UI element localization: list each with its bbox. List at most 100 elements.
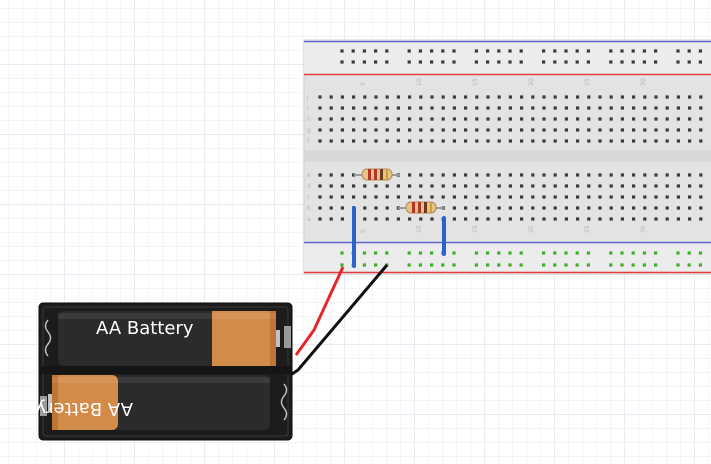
- breadboard-hole[interactable]: [352, 95, 356, 99]
- breadboard-hole[interactable]: [318, 139, 322, 143]
- breadboard-hole[interactable]: [385, 139, 389, 143]
- breadboard-hole[interactable]: [654, 128, 658, 132]
- breadboard-hole[interactable]: [418, 251, 422, 255]
- breadboard-hole[interactable]: [430, 251, 434, 255]
- breadboard-hole[interactable]: [475, 217, 479, 221]
- breadboard-hole[interactable]: [553, 139, 557, 143]
- breadboard-hole[interactable]: [609, 128, 613, 132]
- breadboard-hole[interactable]: [687, 251, 691, 255]
- breadboard-hole[interactable]: [508, 184, 512, 188]
- breadboard-hole[interactable]: [676, 251, 680, 255]
- breadboard-hole[interactable]: [475, 128, 479, 132]
- breadboard-hole[interactable]: [553, 49, 557, 53]
- breadboard-hole[interactable]: [542, 206, 546, 210]
- breadboard-hole[interactable]: [598, 106, 602, 110]
- breadboard-hole[interactable]: [542, 49, 546, 53]
- breadboard-hole[interactable]: [452, 139, 456, 143]
- breadboard-hole[interactable]: [587, 217, 591, 221]
- breadboard-hole[interactable]: [352, 117, 356, 121]
- battery-icon[interactable]: AA Battery: [58, 311, 280, 366]
- breadboard-hole[interactable]: [576, 117, 580, 121]
- breadboard-hole[interactable]: [676, 195, 680, 199]
- breadboard-hole[interactable]: [654, 49, 658, 53]
- breadboard-hole[interactable]: [553, 251, 557, 255]
- breadboard-hole[interactable]: [385, 217, 389, 221]
- battery-wire-red[interactable]: [294, 266, 345, 356]
- breadboard-hole[interactable]: [688, 206, 692, 210]
- breadboard-hole[interactable]: [576, 139, 580, 143]
- breadboard-hole[interactable]: [452, 195, 456, 199]
- breadboard-hole[interactable]: [575, 60, 579, 64]
- breadboard-hole[interactable]: [688, 128, 692, 132]
- breadboard-hole[interactable]: [430, 128, 434, 132]
- breadboard-hole[interactable]: [430, 217, 434, 221]
- breadboard-hole[interactable]: [632, 206, 636, 210]
- breadboard-hole[interactable]: [609, 117, 613, 121]
- breadboard-hole[interactable]: [464, 106, 468, 110]
- breadboard-hole[interactable]: [598, 128, 602, 132]
- breadboard-hole[interactable]: [542, 173, 546, 177]
- breadboard-hole[interactable]: [609, 49, 613, 53]
- breadboard-hole[interactable]: [519, 49, 523, 53]
- breadboard-hole[interactable]: [531, 195, 535, 199]
- breadboard-hole[interactable]: [587, 95, 591, 99]
- breadboard-hole[interactable]: [620, 128, 624, 132]
- breadboard-hole[interactable]: [676, 117, 680, 121]
- breadboard-hole[interactable]: [553, 184, 557, 188]
- breadboard-hole[interactable]: [318, 117, 322, 121]
- breadboard-hole[interactable]: [419, 95, 423, 99]
- breadboard-hole[interactable]: [441, 128, 445, 132]
- breadboard-hole[interactable]: [688, 173, 692, 177]
- breadboard-hole[interactable]: [418, 263, 422, 267]
- breadboard-hole[interactable]: [564, 95, 568, 99]
- breadboard-hole[interactable]: [486, 184, 490, 188]
- breadboard-hole[interactable]: [654, 60, 658, 64]
- breadboard-hole[interactable]: [665, 173, 669, 177]
- breadboard-hole[interactable]: [520, 195, 524, 199]
- breadboard-hole[interactable]: [452, 263, 456, 267]
- breadboard-hole[interactable]: [497, 195, 501, 199]
- breadboard-hole[interactable]: [396, 117, 400, 121]
- breadboard-hole[interactable]: [430, 49, 434, 53]
- breadboard-hole[interactable]: [576, 128, 580, 132]
- breadboard-hole[interactable]: [486, 251, 490, 255]
- breadboard-hole[interactable]: [318, 128, 322, 132]
- breadboard-hole[interactable]: [643, 106, 647, 110]
- breadboard-hole[interactable]: [340, 173, 344, 177]
- breadboard-hole[interactable]: [642, 60, 646, 64]
- breadboard-hole[interactable]: [587, 173, 591, 177]
- breadboard-hole[interactable]: [643, 139, 647, 143]
- breadboard-hole[interactable]: [519, 251, 523, 255]
- breadboard-hole[interactable]: [363, 139, 367, 143]
- breadboard-hole[interactable]: [564, 195, 568, 199]
- breadboard-hole[interactable]: [418, 60, 422, 64]
- breadboard-hole[interactable]: [374, 263, 378, 267]
- breadboard-hole[interactable]: [620, 263, 624, 267]
- breadboard-hole[interactable]: [408, 117, 412, 121]
- breadboard-hole[interactable]: [553, 195, 557, 199]
- breadboard-hole[interactable]: [598, 173, 602, 177]
- breadboard-hole[interactable]: [564, 106, 568, 110]
- breadboard-hole[interactable]: [643, 217, 647, 221]
- breadboard-hole[interactable]: [553, 217, 557, 221]
- breadboard-hole[interactable]: [486, 206, 490, 210]
- breadboard-hole[interactable]: [564, 251, 568, 255]
- breadboard-hole[interactable]: [486, 139, 490, 143]
- breadboard-hole[interactable]: [520, 173, 524, 177]
- breadboard-hole[interactable]: [553, 95, 557, 99]
- breadboard-hole[interactable]: [531, 95, 535, 99]
- breadboard-hole[interactable]: [531, 139, 535, 143]
- breadboard-hole[interactable]: [609, 95, 613, 99]
- breadboard-hole[interactable]: [497, 95, 501, 99]
- breadboard-hole[interactable]: [609, 60, 613, 64]
- breadboard-hole[interactable]: [632, 117, 636, 121]
- breadboard-hole[interactable]: [419, 128, 423, 132]
- breadboard-hole[interactable]: [475, 206, 479, 210]
- breadboard-hole[interactable]: [497, 128, 501, 132]
- breadboard-hole[interactable]: [329, 195, 333, 199]
- breadboard-hole[interactable]: [587, 117, 591, 121]
- breadboard-hole[interactable]: [676, 106, 680, 110]
- breadboard-hole[interactable]: [665, 195, 669, 199]
- breadboard-hole[interactable]: [385, 195, 389, 199]
